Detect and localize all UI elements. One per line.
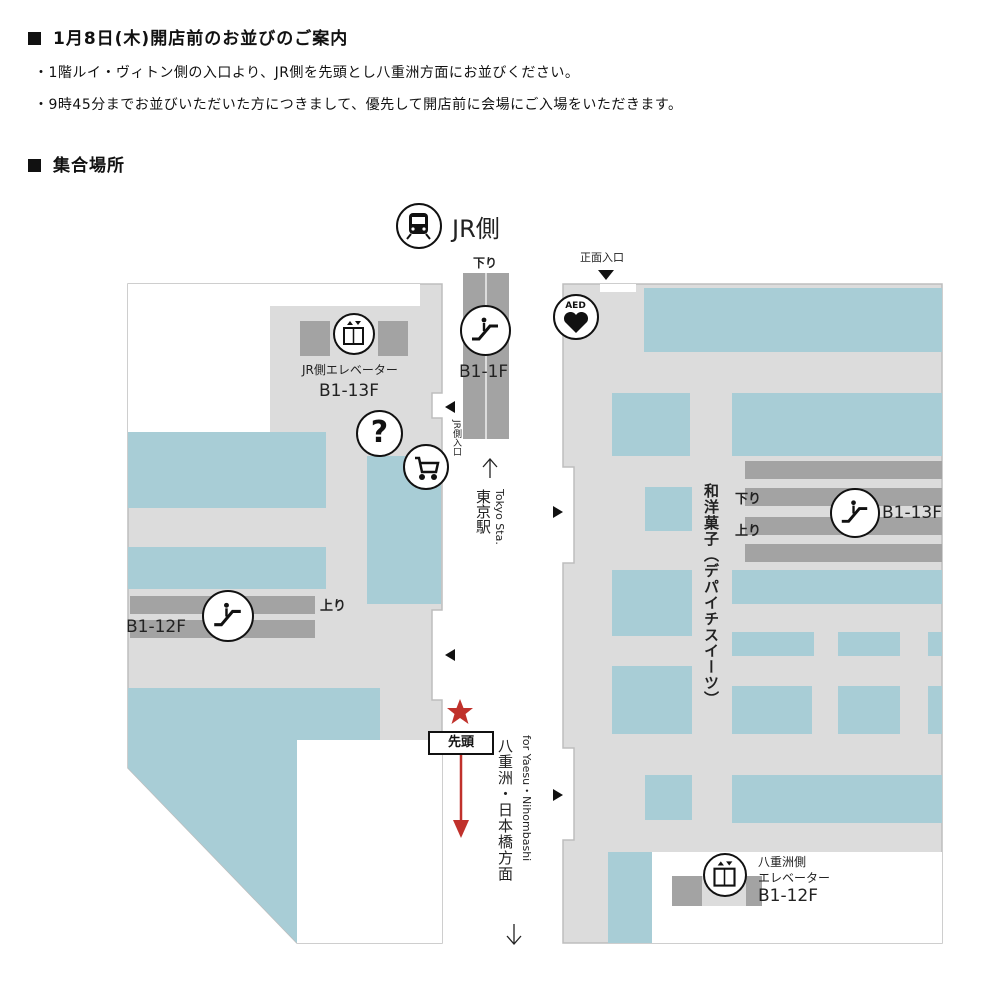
wheelchair-stroller-icon	[403, 444, 449, 490]
yaesu-elevator-label-2: エレベーター	[758, 871, 831, 885]
jr-elevator-floors: B1-13F	[319, 381, 380, 401]
information-question-icon: ?	[356, 410, 403, 457]
confectionery-label: 和洋菓子（デパイチスイーツ）	[702, 483, 720, 707]
right-block	[645, 775, 692, 820]
jr-side-label: JR側	[452, 215, 500, 243]
entrance-arrow-icon	[445, 401, 455, 413]
right-block	[838, 686, 900, 734]
right-block	[645, 487, 692, 531]
right-escalator	[745, 461, 942, 479]
notice-line-1: ・1階ルイ・ヴィトン側の入口より、JR側を先頭とし八重洲方面にお並びください。	[34, 65, 580, 81]
bullet-square-icon	[28, 32, 41, 45]
right-block	[644, 288, 942, 352]
main-entrance-arrow-icon	[598, 270, 614, 280]
left-escalator-floors: B1-12F	[126, 617, 187, 637]
yaesu-en-label: for Yaesu・Nihombashi	[520, 735, 533, 862]
star-icon	[447, 699, 473, 724]
right-block	[732, 570, 942, 604]
location-title: 集合場所	[53, 156, 125, 176]
right-escalator-floors-clip: B1-13F	[880, 502, 942, 528]
jr-side-entrance-label: JR側入口	[451, 420, 461, 456]
bullet-square-icon	[28, 159, 41, 172]
entrance-notch	[600, 284, 636, 292]
right-block	[838, 632, 900, 656]
yaesu-elevator-floors: B1-12F	[758, 886, 819, 906]
notice-title: 1月8日(木)開店前のお並びのご案内	[53, 29, 349, 49]
train-icon	[396, 203, 442, 249]
escalator-icon	[830, 488, 880, 538]
right-block	[732, 632, 814, 656]
arrow-down-icon	[506, 935, 522, 945]
entrance-arrow-icon	[553, 789, 563, 801]
arrow-down-icon	[453, 820, 469, 838]
escalator-icon	[202, 590, 254, 642]
aed-heart-icon: AED	[553, 294, 599, 340]
aed-label: AED	[565, 301, 586, 311]
jr-elevator-label: JR側エレベーター	[302, 363, 398, 377]
yaesu-label: 八重洲・日本橋方面	[496, 738, 514, 882]
right-escalator-up-label: 上り	[735, 524, 762, 539]
left-block	[128, 547, 326, 589]
left-escalator-direction: 上り	[320, 599, 347, 614]
right-block	[612, 393, 690, 456]
right-escalator	[745, 544, 942, 562]
center-escalator-floors: B1-1F	[459, 362, 509, 382]
center-escalator-direction: 下り	[473, 256, 498, 270]
entrance-arrow-icon	[553, 506, 563, 518]
notice-heading: 1月8日(木)開店前のお並びのご案内	[28, 24, 348, 49]
main-entrance-label: 正面入口	[580, 251, 624, 264]
left-block	[128, 284, 270, 432]
right-block	[608, 852, 652, 943]
right-block	[732, 686, 812, 734]
tokyo-station-label: 東京駅	[474, 489, 492, 534]
elevator-icon	[333, 313, 375, 355]
right-escalator-floors: B1-13F	[882, 503, 942, 523]
right-block	[732, 393, 942, 456]
right-block	[732, 775, 942, 823]
right-block	[612, 666, 692, 734]
arrow-up-icon	[482, 458, 498, 468]
right-escalator-down-label: 下り	[735, 492, 762, 507]
left-open-area	[297, 740, 442, 943]
location-heading: 集合場所	[28, 151, 125, 176]
left-block	[128, 688, 380, 943]
queue-lead-label: 先頭	[428, 731, 494, 755]
entrance-arrow-icon	[445, 649, 455, 661]
escalator-icon	[460, 305, 511, 356]
left-block	[128, 432, 326, 508]
right-block	[928, 632, 942, 656]
elevator-icon	[703, 853, 747, 897]
notice-line-2: ・9時45分までお並びいただいた方につきまして、優先して開店前に会場にご入場をい…	[34, 97, 683, 113]
yaesu-elevator-label-1: 八重洲側	[758, 855, 807, 869]
right-block	[928, 686, 942, 734]
left-block	[270, 284, 420, 306]
right-block	[612, 570, 692, 636]
tokyo-station-en-label: Tokyo Sta.	[493, 489, 506, 545]
